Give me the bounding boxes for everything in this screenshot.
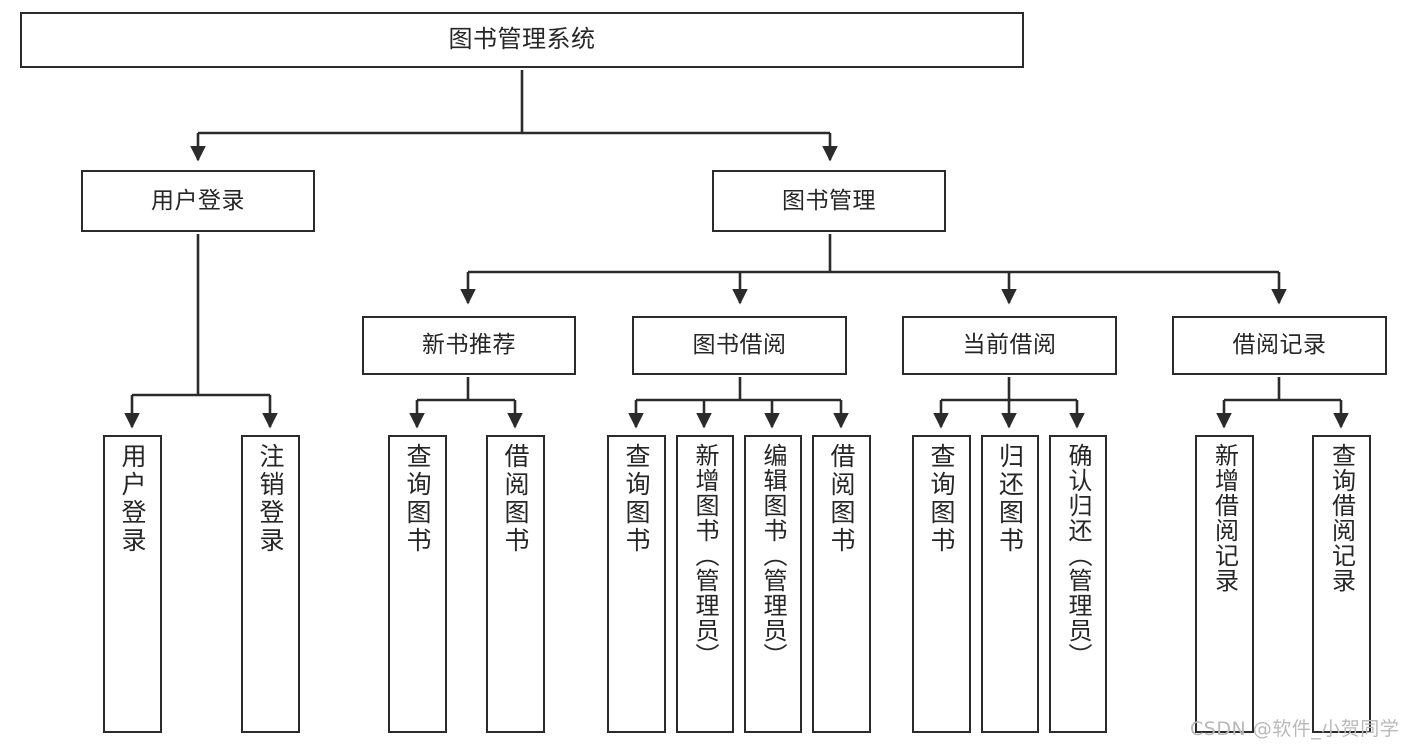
node-leaf-user-login[interactable]: 用户登录 — [103, 435, 162, 733]
node-root-label: 图书管理系统 — [448, 25, 596, 54]
node-borrow-record[interactable]: 借阅记录 — [1172, 316, 1387, 375]
node-book-manage[interactable]: 图书管理 — [712, 170, 946, 232]
node-root[interactable]: 图书管理系统 — [20, 12, 1024, 68]
node-leaf-borrow-book-2[interactable]: 借阅图书 — [812, 435, 871, 733]
node-leaf-return-book-label: 归还图书 — [995, 443, 1025, 555]
node-user-login[interactable]: 用户登录 — [81, 170, 315, 232]
node-leaf-borrow-book-1[interactable]: 借阅图书 — [486, 435, 545, 733]
node-leaf-borrow-book-2-label: 借阅图书 — [827, 443, 856, 555]
node-new-book-recommend[interactable]: 新书推荐 — [362, 316, 576, 375]
node-leaf-query-book-2-label: 查询图书 — [622, 443, 651, 555]
node-leaf-add-borrow-record[interactable]: 新增借阅记录 — [1195, 435, 1254, 733]
node-leaf-edit-book-admin-label: 编辑图书（管理员） — [759, 443, 787, 668]
node-book-manage-label: 图书管理 — [782, 187, 876, 214]
watermark: CSDN @软件_小贺同学 — [1190, 718, 1400, 740]
node-leaf-add-book-admin-label: 新增图书（管理员） — [691, 443, 719, 668]
node-new-book-recommend-label: 新书推荐 — [422, 332, 516, 359]
node-leaf-query-book-2[interactable]: 查询图书 — [607, 435, 666, 733]
node-book-borrow[interactable]: 图书借阅 — [632, 316, 847, 375]
node-leaf-confirm-return-admin[interactable]: 确认归还（管理员） — [1049, 435, 1107, 733]
node-current-borrow[interactable]: 当前借阅 — [902, 316, 1117, 375]
node-leaf-user-login-label: 用户登录 — [118, 443, 147, 555]
node-user-login-label: 用户登录 — [151, 187, 245, 214]
node-current-borrow-label: 当前借阅 — [962, 332, 1057, 359]
node-leaf-edit-book-admin[interactable]: 编辑图书（管理员） — [744, 435, 802, 733]
node-borrow-record-label: 借阅记录 — [1232, 332, 1327, 359]
node-leaf-borrow-book-1-label: 借阅图书 — [501, 443, 530, 555]
node-leaf-return-book[interactable]: 归还图书 — [981, 435, 1039, 733]
node-leaf-add-borrow-record-label: 新增借阅记录 — [1210, 443, 1239, 593]
node-leaf-logout-login[interactable]: 注销登录 — [241, 435, 300, 733]
node-leaf-query-book-1-label: 查询图书 — [403, 443, 432, 555]
node-leaf-logout-login-label: 注销登录 — [256, 443, 285, 555]
node-leaf-query-book-3[interactable]: 查询图书 — [912, 435, 971, 733]
node-leaf-confirm-return-admin-label: 确认归还（管理员） — [1064, 443, 1092, 668]
node-leaf-query-borrow-record[interactable]: 查询借阅记录 — [1312, 435, 1371, 733]
node-leaf-query-borrow-record-label: 查询借阅记录 — [1327, 443, 1356, 593]
node-leaf-query-book-1[interactable]: 查询图书 — [388, 435, 447, 733]
node-leaf-add-book-admin[interactable]: 新增图书（管理员） — [676, 435, 734, 733]
node-leaf-query-book-3-label: 查询图书 — [927, 443, 956, 555]
node-book-borrow-label: 图书借阅 — [692, 332, 787, 359]
